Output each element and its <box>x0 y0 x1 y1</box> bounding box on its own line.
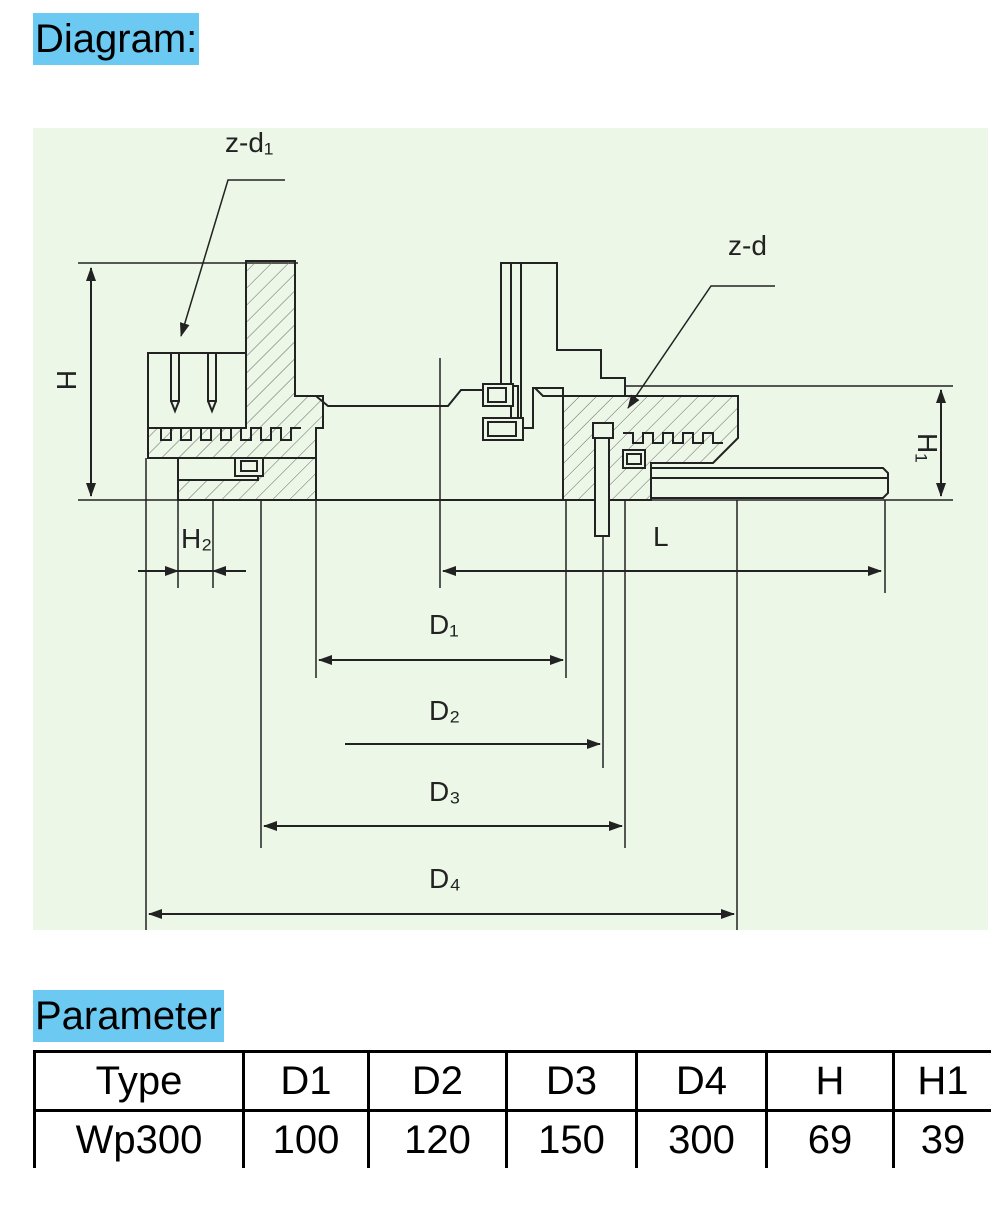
cell-h1: 39 <box>920 1118 966 1162</box>
table-row: Wp300 100 120 150 300 69 39 <box>33 1110 992 1168</box>
label-z-d1: z-d₁ <box>225 128 273 158</box>
column-header-d1: D1 <box>243 1050 370 1112</box>
label-D3: D₃ <box>429 776 461 807</box>
table-header-row: Type D1 D2 D3 D4 H H1 <box>33 1050 991 1112</box>
column-header-d4: D4 <box>636 1050 768 1112</box>
label-D4: D₄ <box>429 863 461 894</box>
label-D2: D₂ <box>429 695 460 726</box>
label-H2: H₂ <box>181 523 212 554</box>
label-z-d: z-d <box>728 230 767 261</box>
cell-type: Wp300 <box>33 1110 245 1168</box>
column-header-h: H <box>766 1050 895 1112</box>
chuck-cross-section-drawing: z-d₁ z-d H H₁ H₂ L D₁ D₂ D₃ D₄ <box>51 128 953 930</box>
cell-d3: 150 <box>506 1110 638 1168</box>
technical-diagram: z-d₁ z-d H H₁ H₂ L D₁ D₂ D₃ D₄ <box>33 128 988 930</box>
diagram-heading: Diagram: <box>33 13 200 65</box>
column-header-d2: D2 <box>368 1050 508 1112</box>
cell-d2: 120 <box>368 1110 508 1168</box>
column-header-type: Type <box>33 1050 245 1112</box>
cell-d1: 100 <box>243 1110 370 1168</box>
label-D1: D₁ <box>429 609 459 640</box>
parameter-table: Type D1 D2 D3 D4 H H1 Wp300 100 120 150 … <box>33 1050 991 1168</box>
label-H1: H₁ <box>912 433 943 463</box>
column-header-h1: H1 <box>893 1050 991 1112</box>
parameter-heading: Parameter <box>33 990 224 1042</box>
cell-h: 69 <box>766 1110 895 1168</box>
label-H: H <box>51 370 82 390</box>
column-header-d3: D3 <box>506 1050 638 1112</box>
label-L: L <box>653 521 669 552</box>
cell-d4: 300 <box>636 1110 768 1168</box>
